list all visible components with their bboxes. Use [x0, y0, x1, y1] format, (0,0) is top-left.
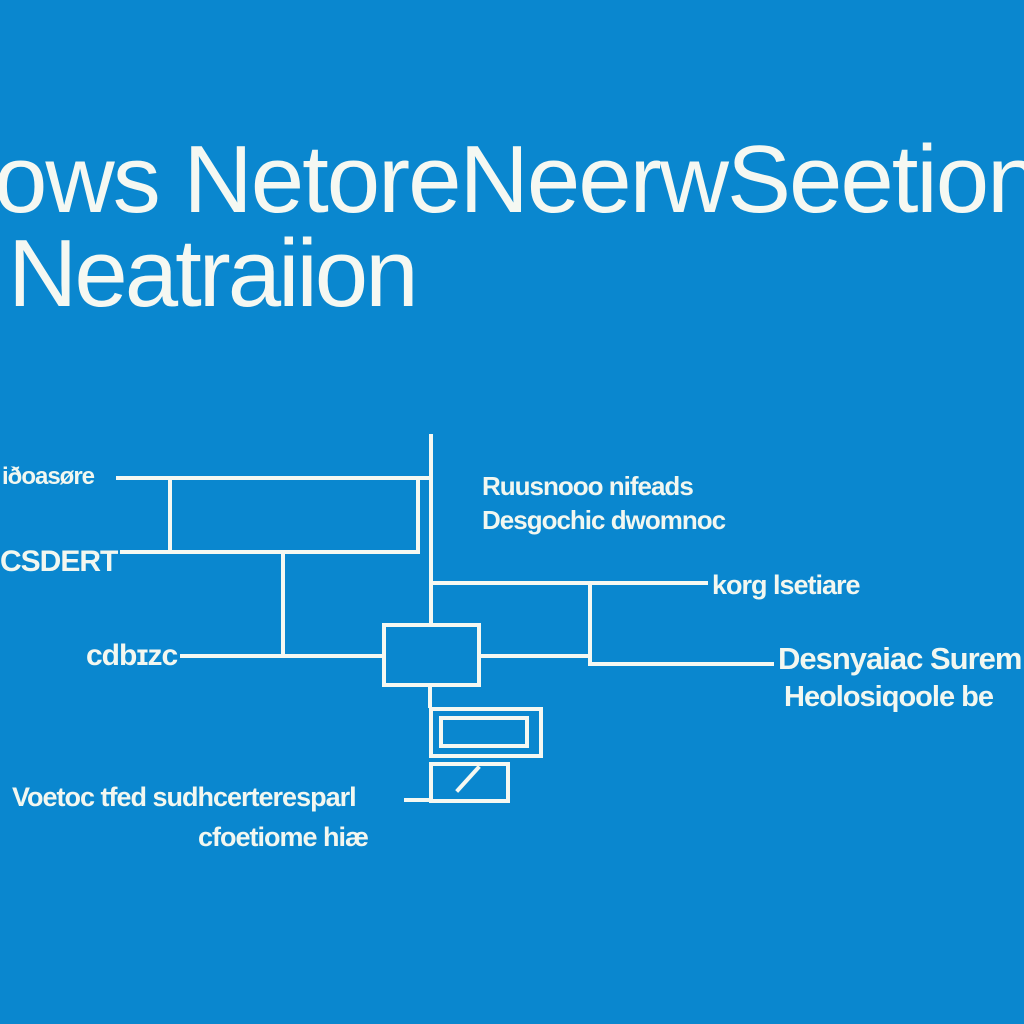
right-mid-label: korg lsetiare: [712, 570, 861, 600]
left-low-label: cdbɪzc: [86, 639, 178, 672]
lower-device-base: [429, 762, 510, 803]
right-low-label-1: Desnyaiac Surem: [778, 641, 1022, 676]
bottom-label-1: Voetoc tfed sudhcerteresparl: [12, 782, 357, 812]
left-top-label: iðoasøre: [2, 463, 95, 490]
lower-device-slash: [455, 765, 481, 793]
central-device-box: [382, 623, 481, 687]
lower-device-inner: [439, 716, 529, 748]
left-mid-label: CSDERT: [0, 545, 118, 578]
right-low-label-2: Heolosiqoole be: [784, 681, 994, 713]
title-line-1: ows NetoreNeerwSeetion: [0, 126, 1024, 233]
bottom-label-2: cfoetiome hiæ: [198, 822, 369, 852]
title-line-2: Neatraiion: [8, 220, 419, 327]
lower-device-outer: [429, 707, 543, 758]
right-top-label-1: Ruusnooo nifeads: [482, 471, 694, 501]
right-top-label-2: Desgochic dwomnoc: [482, 505, 726, 535]
